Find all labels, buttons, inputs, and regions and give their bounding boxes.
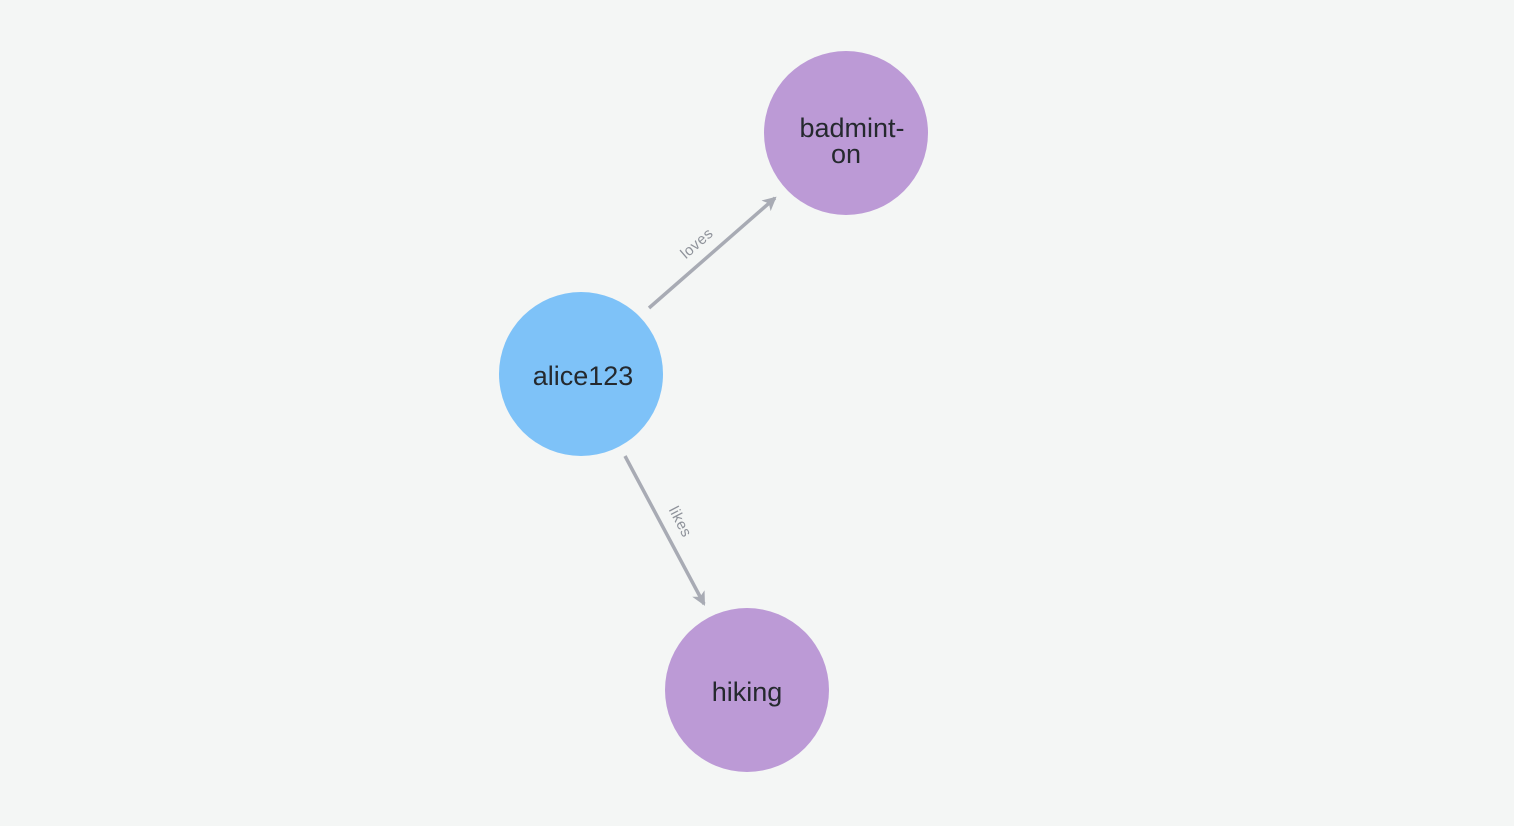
edge-loves[interactable] xyxy=(647,196,777,310)
node-label-alice123: alice123 xyxy=(533,361,634,391)
node-label-hiking: hiking xyxy=(712,677,783,707)
node-hiking[interactable] xyxy=(665,608,829,772)
node-alice123[interactable] xyxy=(499,292,663,456)
node-label-badminton-line1: badmint- xyxy=(799,113,904,143)
edge-likes[interactable] xyxy=(623,455,706,606)
node-badminton[interactable] xyxy=(764,51,928,215)
node-label-badminton-line2: on xyxy=(831,139,861,169)
